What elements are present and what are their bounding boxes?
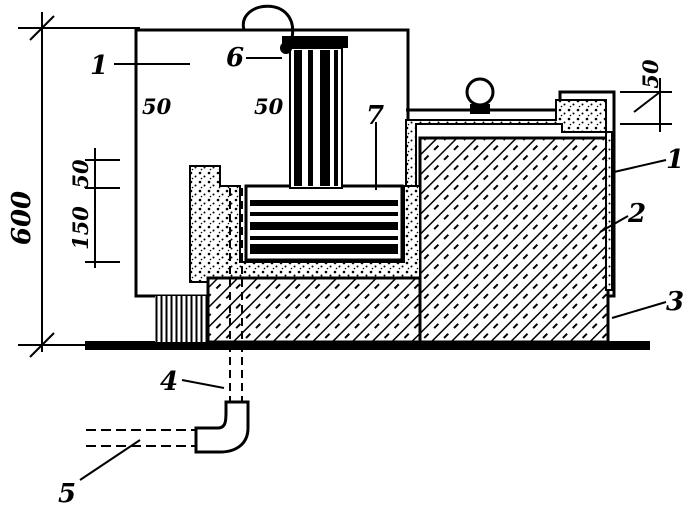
- dim-left-stack: [85, 148, 120, 268]
- dim-label-50-inner: 50: [254, 94, 284, 119]
- callout-5: 5: [58, 479, 76, 509]
- callout-3: 3: [666, 287, 684, 317]
- outlet-pipe: [86, 429, 196, 447]
- dim-overall-height: [18, 12, 140, 358]
- dim-top-right: [620, 78, 672, 132]
- callout-2: 2: [627, 199, 646, 229]
- callout-1-right: 1: [666, 145, 684, 175]
- callout-1-left: 1: [90, 51, 108, 81]
- dim-label-50-left: 50: [68, 159, 93, 189]
- callout-4: 4: [160, 367, 178, 397]
- drain-pipe: [194, 188, 250, 454]
- callout-7: 7: [366, 101, 384, 131]
- lower-block: [206, 276, 422, 344]
- ground-line: [85, 341, 650, 350]
- leader-lines: [79, 57, 667, 481]
- dim-label-600: 600: [7, 191, 37, 245]
- nozzle-head: [280, 42, 292, 54]
- dim-label-150: 150: [68, 206, 93, 250]
- right-block: [418, 136, 610, 344]
- top-handle-loop: [241, 4, 295, 39]
- bristle-strip: [155, 296, 209, 342]
- callout-6: 6: [226, 43, 244, 73]
- water-jet: [282, 36, 348, 189]
- water-basin: [244, 184, 404, 262]
- lid-ring: [465, 77, 495, 114]
- dim-label-50-wall: 50: [142, 94, 172, 119]
- outer-shell-right: [406, 90, 616, 298]
- dim-label-50-top-right: 50: [638, 59, 663, 89]
